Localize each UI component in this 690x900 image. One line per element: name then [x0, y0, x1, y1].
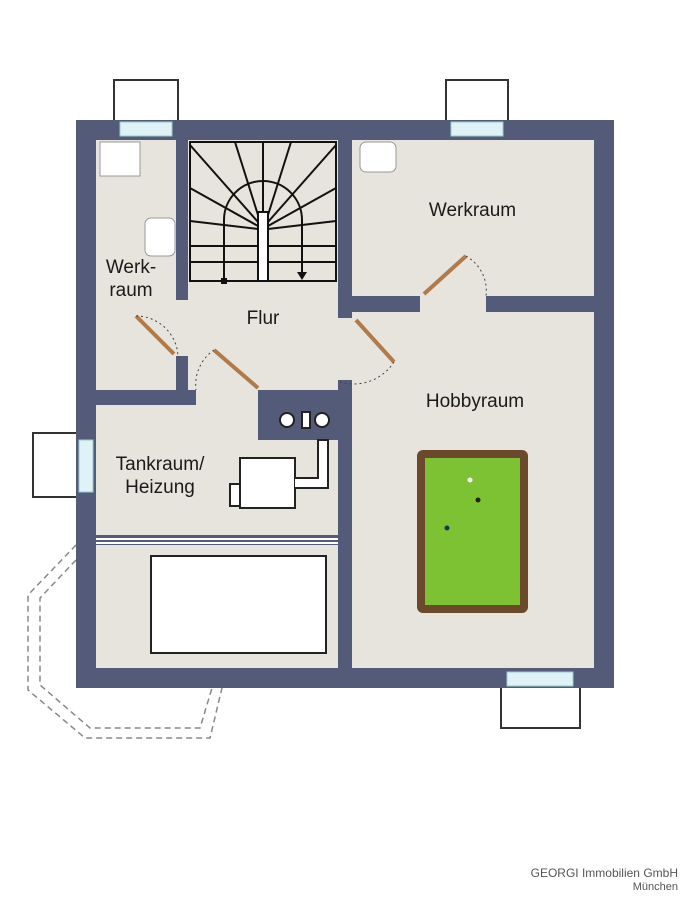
door-swings	[135, 255, 487, 391]
doors	[134, 254, 468, 390]
room-label-line: raum	[109, 280, 153, 301]
company-name: GEORGI Immobilien GmbH	[530, 866, 678, 880]
room-label-tankraum: Tankraum/Heizung	[100, 453, 220, 499]
room-label-werkraum: Werkraum	[428, 200, 517, 221]
room-label-werkraum-small: Werk-raum	[96, 256, 166, 302]
glass	[78, 121, 574, 687]
stair-arrow-icon	[297, 272, 307, 280]
pool-table	[417, 450, 528, 613]
room-label-line: Tankraum/	[115, 454, 205, 475]
room-label-line: Heizung	[125, 477, 195, 498]
room-label-line: Werk-	[105, 257, 157, 278]
room-label-hobbyraum: Hobbyraum	[425, 391, 525, 412]
boiler	[229, 439, 329, 509]
terrace-outline	[27, 544, 223, 739]
company-city: München	[632, 881, 678, 893]
divider-line	[96, 538, 338, 544]
room-label-flur: Flur	[246, 308, 280, 329]
sinks	[99, 141, 397, 257]
staircase	[189, 141, 337, 282]
windows	[32, 79, 581, 729]
stair-start-marker	[221, 278, 227, 284]
storage-box	[150, 555, 327, 654]
chimney-flues	[279, 411, 330, 429]
